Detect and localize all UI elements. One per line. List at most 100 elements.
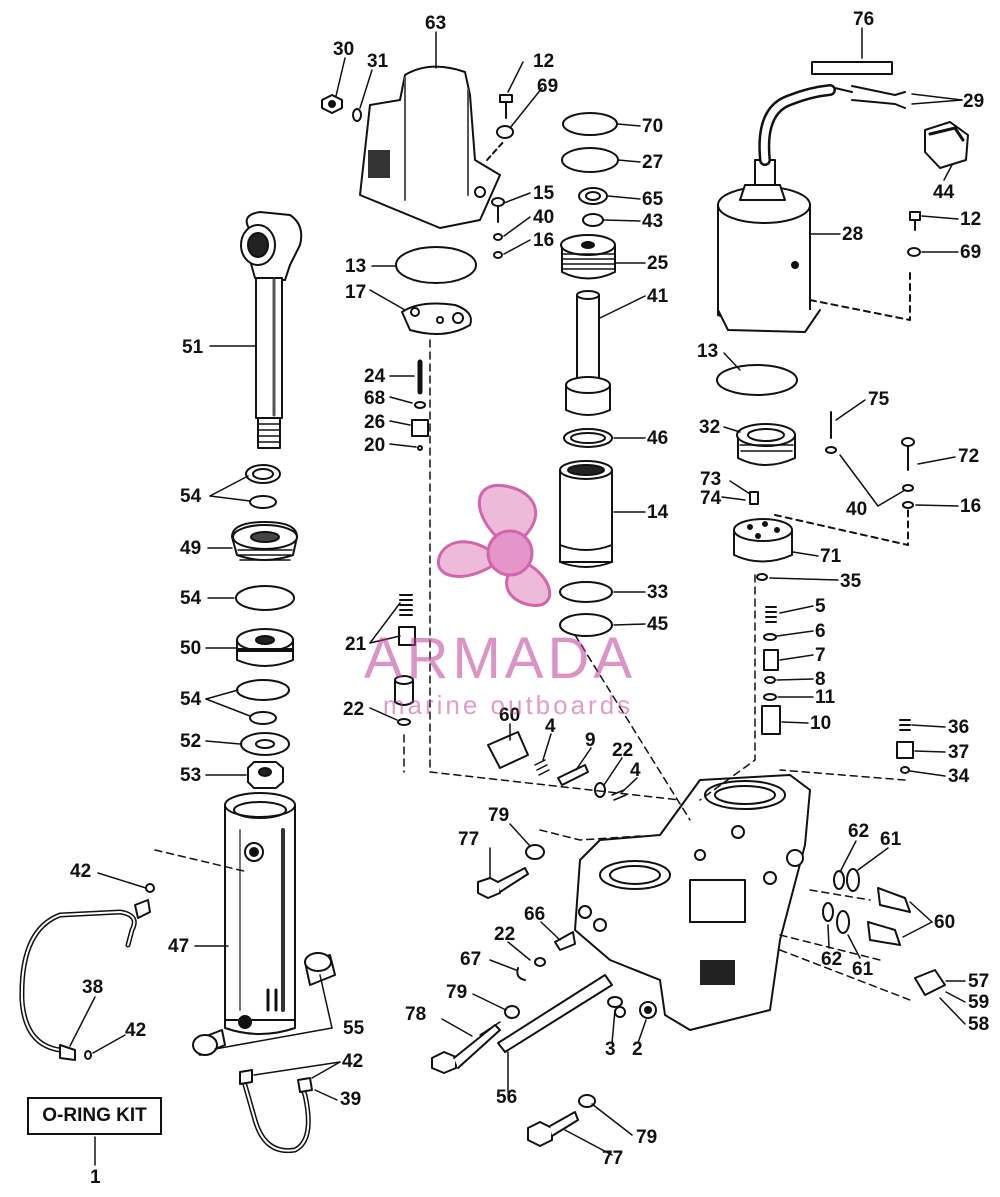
electric-motor-part [716,61,969,396]
fastener-parts [192,731,946,1147]
part-label: 17 [345,282,367,303]
watermark-tagline: marine outboards [382,690,634,720]
part-label: 69 [537,76,559,97]
part-label: 3 [605,1039,616,1060]
part-label: 10 [810,713,832,734]
part-label: 50 [180,638,202,659]
motor-cover-part [321,65,514,229]
part-label: 20 [364,435,386,456]
part-label: 13 [345,256,367,277]
part-label: 14 [647,502,669,523]
part-label: 62 [821,949,843,970]
part-label: 36 [948,717,970,738]
part-label: 35 [840,571,862,592]
part-label: 62 [848,821,870,842]
reservoir-cover-part [395,197,505,335]
part-label: 72 [958,446,980,467]
part-label: 60 [934,912,956,933]
o-ring-kit-label: O-RING KIT [27,1097,162,1135]
part-label: 40 [533,207,555,228]
part-label: 54 [180,588,202,609]
part-label: 27 [642,152,664,173]
rod-seal-stack [231,464,298,789]
part-label: 28 [842,224,864,245]
part-label: 54 [180,486,202,507]
part-label: 79 [488,805,510,826]
part-label: 12 [533,51,555,72]
part-label: 16 [533,230,555,251]
part-label: 46 [647,428,669,449]
piston-rod-part [240,211,303,449]
part-label: 37 [948,742,970,763]
leader-lines [69,27,966,1166]
part-label: 79 [446,982,468,1003]
hydraulic-line-parts [19,883,313,1154]
part-label: 66 [524,904,546,925]
part-label: 70 [642,116,664,137]
part-label: 51 [182,337,204,358]
part-label: 4 [545,716,556,737]
part-label: 45 [647,614,669,635]
part-label: 7 [815,645,826,666]
part-label: 77 [602,1148,624,1169]
part-label: 56 [496,1087,518,1108]
part-label: 39 [340,1089,362,1110]
part-label: 22 [494,924,516,945]
pump-housing-part [574,774,811,1031]
part-label: 76 [853,9,875,30]
part-label: 31 [367,51,389,72]
part-label: 63 [425,13,447,34]
part-label: 22 [612,740,634,761]
part-label: 43 [642,211,664,232]
part-label: 61 [852,959,874,980]
part-label: 42 [70,861,92,882]
part-label: 79 [636,1127,658,1148]
part-label: 2 [632,1039,643,1060]
part-label: 21 [345,634,367,655]
part-label: 12 [960,209,982,230]
part-label: 30 [333,39,355,60]
part-label: 55 [343,1018,365,1039]
part-label: 6 [815,621,826,642]
part-label: 8 [815,669,826,690]
part-label: 9 [585,730,596,751]
part-label: 29 [963,91,985,112]
part-label: 34 [948,766,970,787]
part-label: 71 [820,546,842,567]
pump-column-parts [559,112,619,637]
part-label: 13 [697,341,719,362]
part-label: 61 [880,829,902,850]
part-label: 42 [125,1020,147,1041]
part-label: 54 [180,689,202,710]
part-label: 32 [699,417,721,438]
part-label: 41 [647,286,669,307]
trim-cylinder-part [224,792,296,1035]
watermark-brand: ARMADA [363,626,637,691]
part-label: 44 [933,182,955,203]
part-label: 57 [968,971,990,992]
part-label: 16 [960,496,982,517]
part-label: 53 [180,765,202,786]
part-label: 24 [364,366,386,387]
part-label: 4 [630,760,641,781]
valve-body-parts [733,411,915,774]
part-label: 68 [364,388,386,409]
part-label: 33 [647,582,669,603]
part-label: 74 [700,488,722,509]
watermark-propeller-icon [436,483,552,607]
part-label: 47 [168,936,190,957]
part-label: 77 [458,829,480,850]
part-label: 42 [342,1051,364,1072]
part-label: 58 [968,1014,990,1035]
part-label: 78 [405,1004,427,1025]
assembly-guide-lines [154,339,911,1001]
part-label: 49 [180,538,202,559]
part-label: 67 [460,949,482,970]
part-label: 1 [90,1167,101,1188]
part-label: 65 [642,189,664,210]
part-label: 22 [343,699,365,720]
part-label: 69 [960,242,982,263]
part-label: 38 [82,977,104,998]
